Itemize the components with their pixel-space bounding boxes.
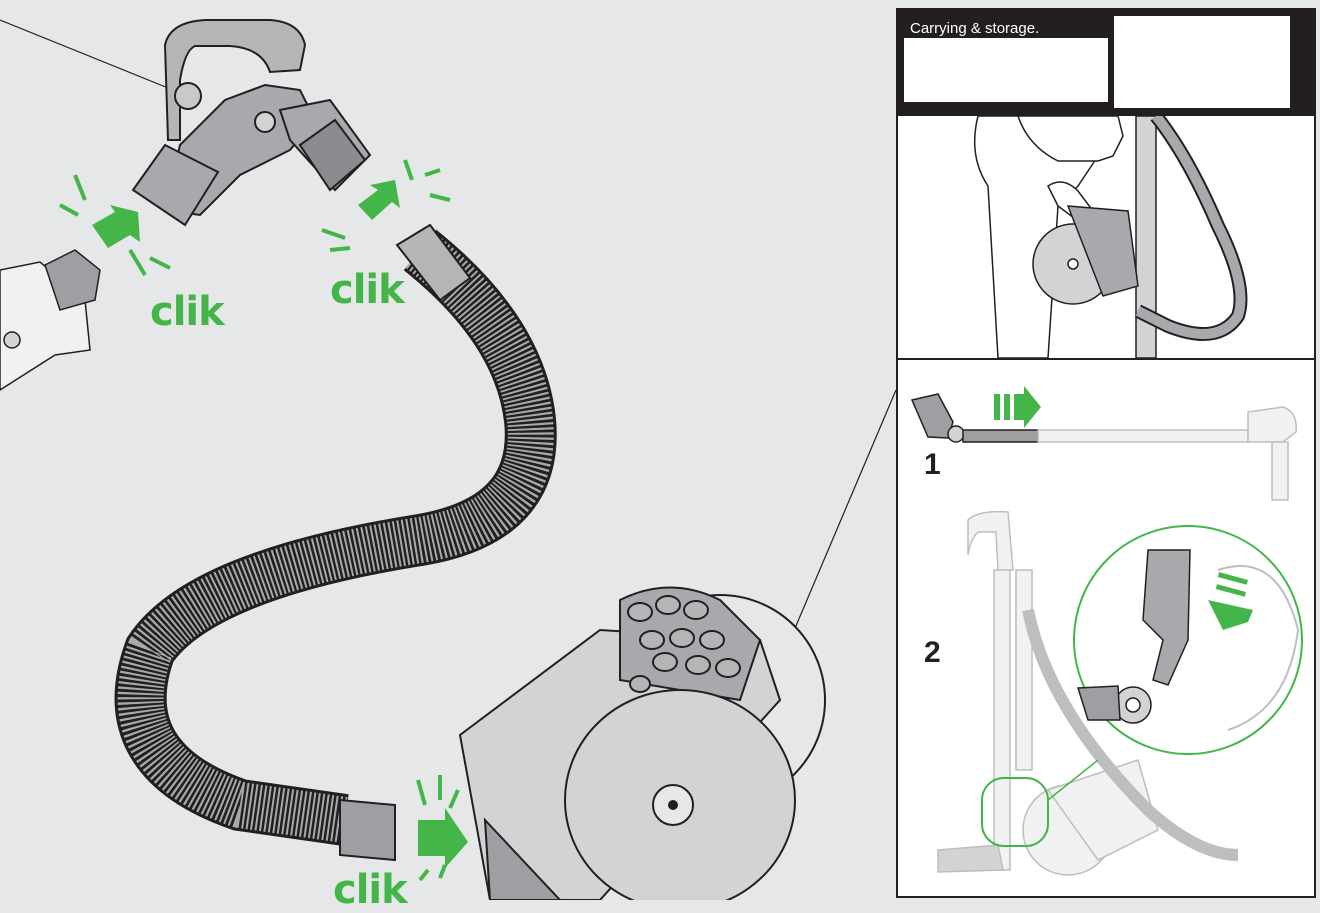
clik-label-middle: clik [330, 267, 405, 313]
floor-tool-icon [0, 249, 101, 391]
vacuum-body-icon [458, 586, 826, 900]
hose-icon [114, 223, 557, 862]
step-number-1: 1 [924, 448, 941, 481]
wand-handle-icon [131, 19, 372, 227]
vacuum-assembly-illustration [0, 19, 897, 900]
clik-label-bottom: clik [333, 867, 408, 913]
clik-label-left: clik [150, 289, 225, 335]
panel-divider [898, 358, 1314, 360]
blank-box-right [1114, 16, 1290, 108]
leader-line-top [0, 19, 179, 93]
blank-box-left [904, 38, 1108, 102]
step1-wand-illustration [910, 386, 1297, 501]
leader-line-right [789, 389, 897, 641]
panel-header: Carrying & storage. [898, 10, 1314, 116]
step-number-2: 2 [924, 636, 941, 669]
click-arrow-bottom-icon [416, 775, 468, 882]
click-arrow-middle-icon [321, 159, 451, 252]
click-arrow-left-icon [59, 174, 171, 277]
panel-title: Carrying & storage. [910, 20, 1040, 37]
carrying-storage-panel: Carrying & storage. 1 2 [896, 8, 1316, 898]
carrying-illustration [973, 116, 1248, 358]
step2-storage-illustration [937, 510, 1303, 876]
